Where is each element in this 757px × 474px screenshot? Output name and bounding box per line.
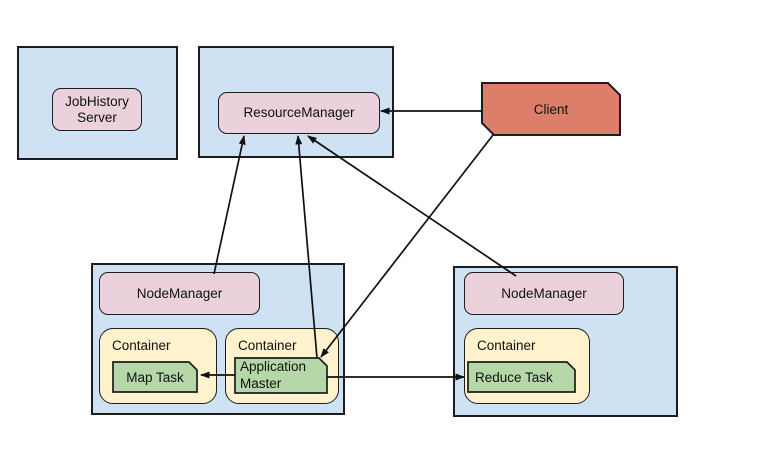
- map-task-node: [112, 361, 198, 393]
- client-label: Client: [533, 101, 569, 117]
- nodemanager-left-label: NodeManager: [136, 285, 223, 301]
- application-master-label: Application Master: [240, 359, 307, 391]
- arrow-application-master-to-resourcemanager: [295, 135, 318, 359]
- resourcemanager-label: ResourceManager: [243, 105, 355, 120]
- application-master-node: [234, 357, 328, 394]
- container-map-label: Container: [112, 338, 171, 353]
- nodemanager-left-node: NodeManager: [99, 272, 260, 315]
- container-appmaster-label: Container: [238, 338, 297, 353]
- reduce-task-label: Reduce Task: [475, 369, 553, 385]
- resourcemanager-node: ResourceManager: [218, 92, 380, 134]
- arrow-client-to-application-master: [320, 134, 494, 358]
- map-task-label: Map Task: [126, 369, 184, 385]
- jobhistory-group-box: JobHistory Server: [17, 46, 178, 160]
- jobhistory-server-label: JobHistory Server: [65, 93, 129, 125]
- arrow-nodemanager-left-to-resourcemanager: [213, 135, 246, 275]
- jobhistory-server-node: JobHistory Server: [52, 88, 142, 131]
- reduce-task-node: [467, 361, 576, 393]
- nodemanager-right-node: NodeManager: [464, 272, 624, 315]
- nodemanager-right-label: NodeManager: [501, 285, 587, 301]
- container-reduce-label: Container: [477, 338, 536, 353]
- arrow-nodemanager-right-to-resourcemanager: [307, 135, 517, 277]
- client-node: [481, 82, 621, 136]
